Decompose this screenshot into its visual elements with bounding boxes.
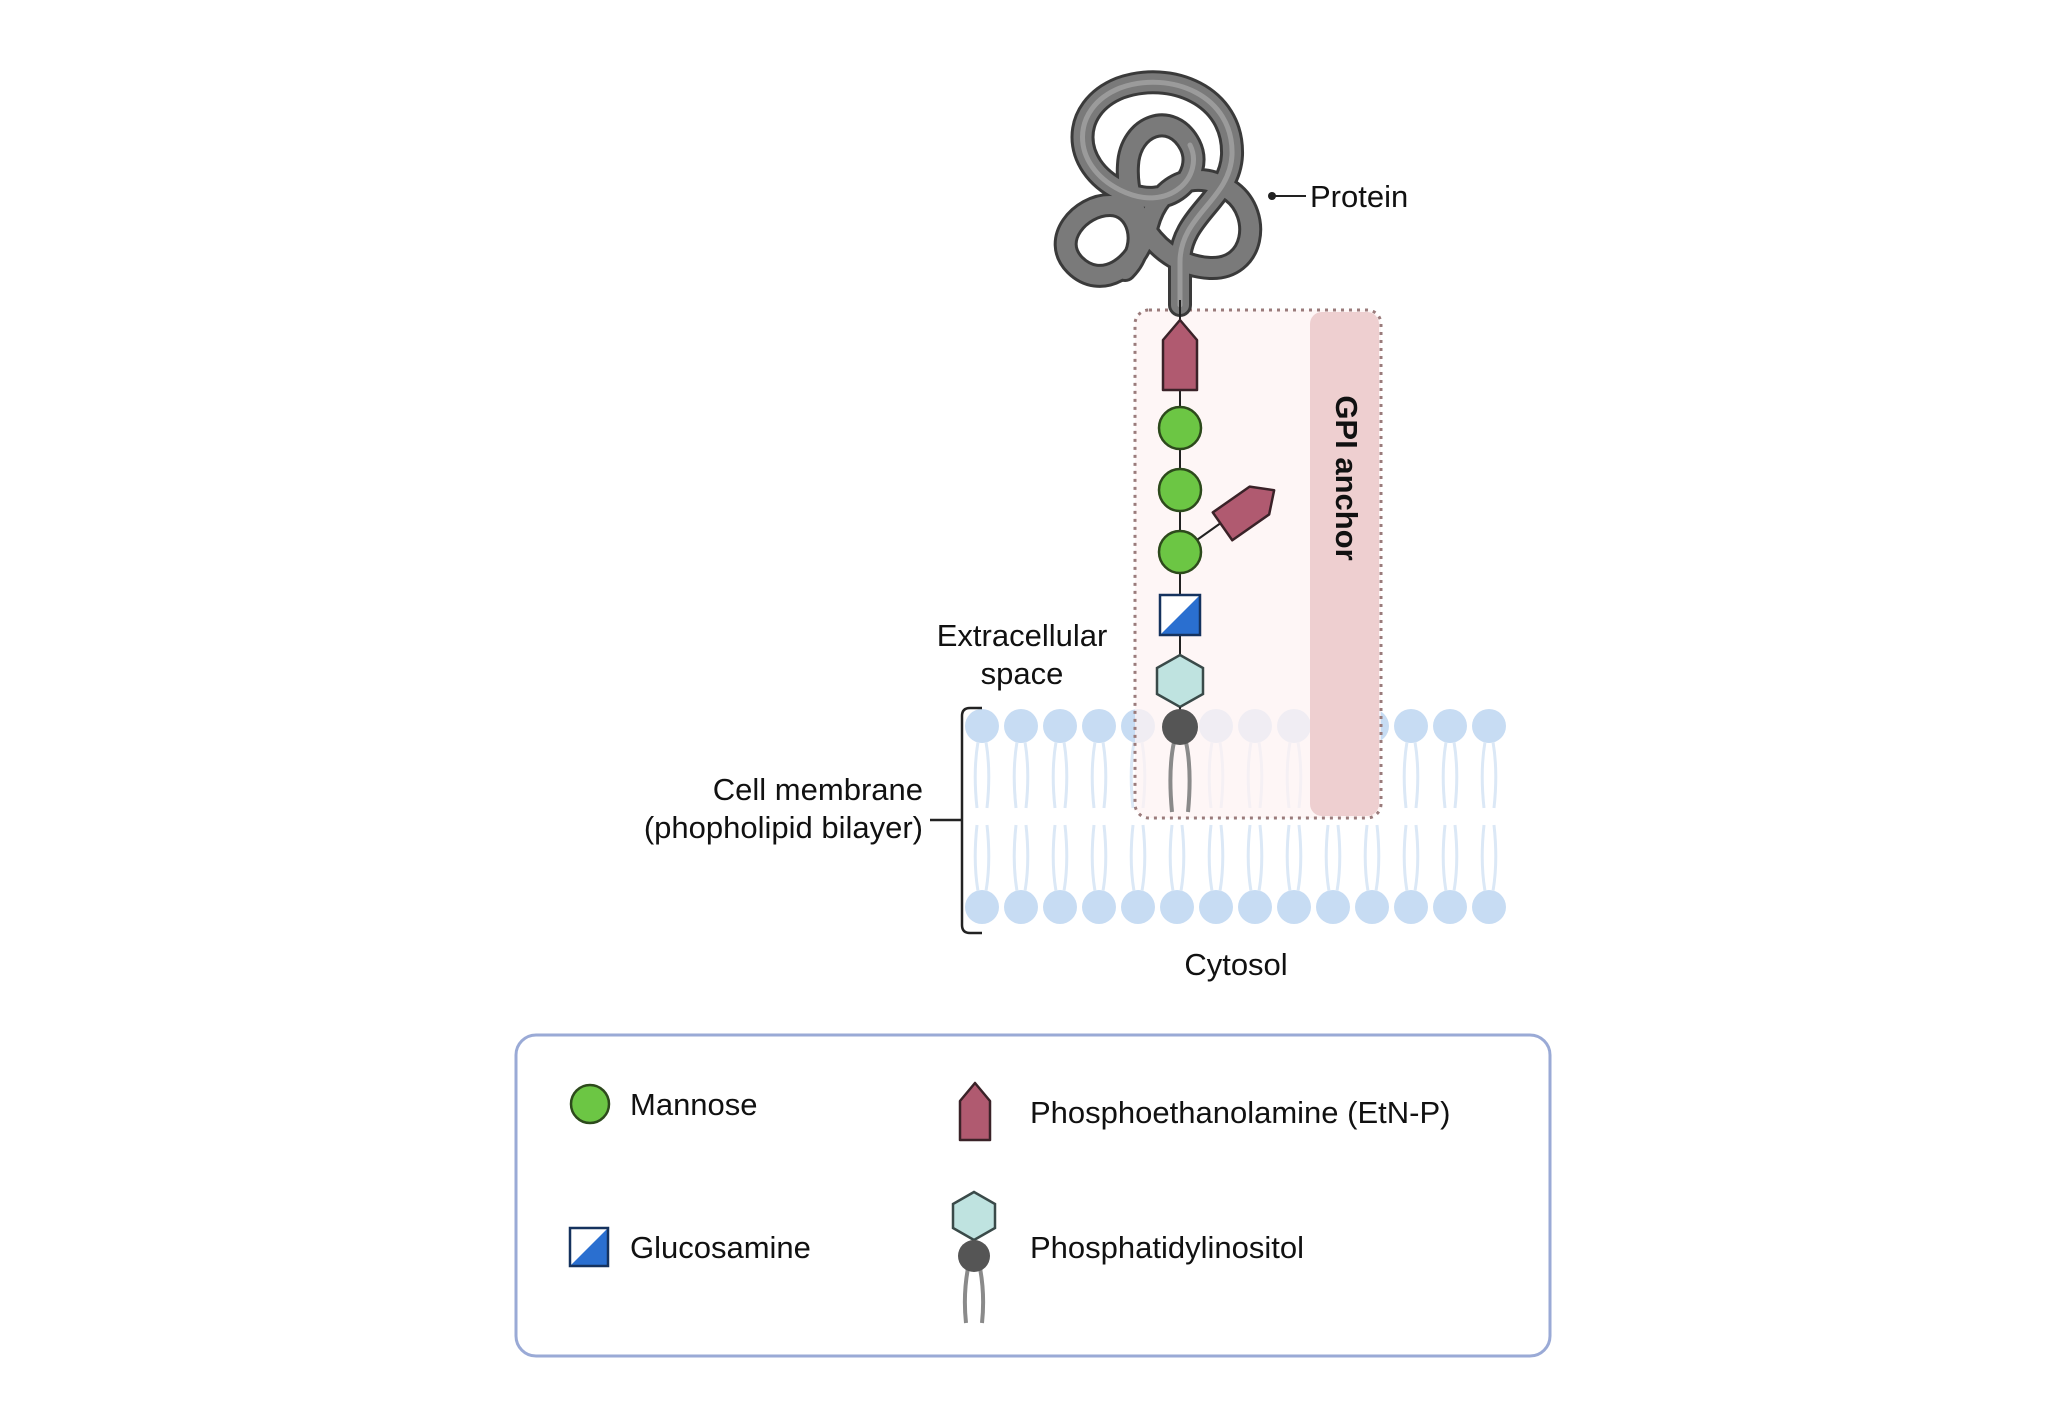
svg-text:Phosphatidylinositol: Phosphatidylinositol	[1030, 1230, 1304, 1265]
svg-text:Mannose: Mannose	[630, 1087, 758, 1122]
mannose-icon	[1157, 405, 1203, 451]
cytosol-label: Cytosol	[1184, 947, 1287, 982]
gpi-anchor-label: GPI anchor	[1329, 395, 1364, 560]
legend-item-etnp: Phosphoethanolamine (EtN-P)	[958, 1081, 1450, 1142]
svg-text:space: space	[981, 656, 1064, 691]
mannose-legend-icon	[569, 1083, 611, 1125]
protein-label: Protein	[1310, 179, 1408, 214]
svg-text:Cell membrane: Cell membrane	[713, 772, 923, 807]
extracellular-label: Extracellular space	[937, 618, 1108, 691]
svg-text:Phosphoethanolamine (EtN-P): Phosphoethanolamine (EtN-P)	[1030, 1095, 1450, 1130]
protein-coil-icon	[1053, 70, 1263, 317]
legend-item-phosphatidylinositol: Phosphatidylinositol	[951, 1190, 1304, 1324]
legend: Mannose Glucosamine Phosphoethanolamine …	[514, 1033, 1552, 1358]
etnp-side-icon	[1211, 485, 1276, 542]
glucosamine-legend-icon	[568, 1226, 610, 1268]
svg-text:(phopholipid bilayer): (phopholipid bilayer)	[644, 810, 923, 845]
bilayer-inner-leaflet	[963, 823, 1508, 926]
glucosamine-icon	[1158, 593, 1202, 637]
etnp-legend-icon	[958, 1081, 992, 1142]
protein-label-group: Protein	[1268, 179, 1408, 214]
etnp-icon	[1161, 318, 1199, 392]
membrane-bracket	[930, 706, 982, 935]
mannose-icon	[1157, 529, 1203, 575]
svg-text:Glucosamine: Glucosamine	[630, 1230, 811, 1265]
membrane-label: Cell membrane (phopholipid bilayer)	[644, 772, 923, 845]
phosphatidylinositol-legend-icon	[951, 1190, 997, 1324]
legend-item-glucosamine: Glucosamine	[568, 1226, 811, 1268]
phosphatidylinositol-icon	[1155, 653, 1205, 813]
mannose-icon	[1157, 467, 1203, 513]
svg-text:Extracellular: Extracellular	[937, 618, 1108, 653]
legend-item-mannose: Mannose	[569, 1083, 758, 1125]
